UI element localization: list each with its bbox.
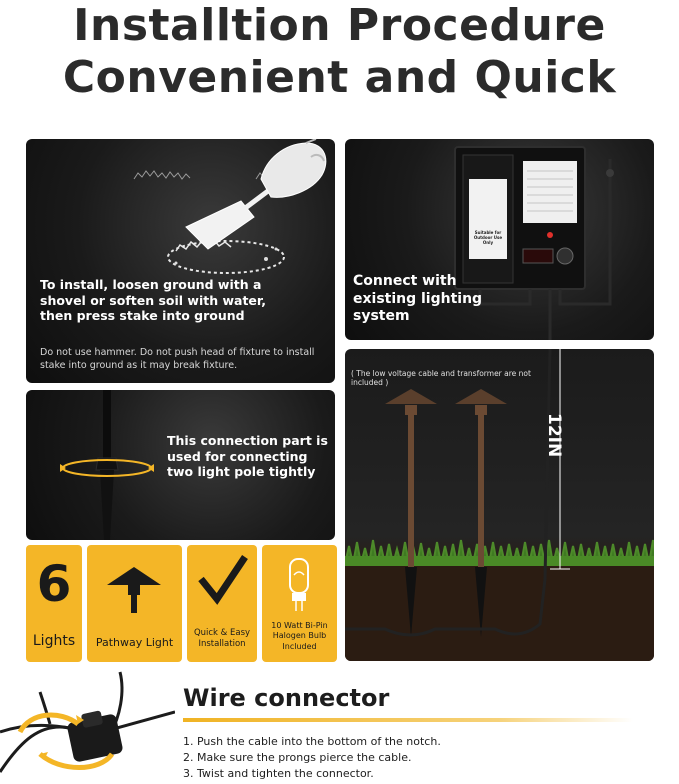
scene-panel: ( The low voltage cable and transformer … [345, 349, 654, 661]
wire-connector-title: Wire connector [183, 684, 390, 712]
wire-step-2: 2. Make sure the prongs pierce the cable… [183, 751, 412, 764]
feature-tile-lights-count: 6 Lights [26, 545, 82, 662]
connect-instruction: Connect with existing lighting system [353, 273, 483, 324]
checkmark-icon [198, 555, 248, 605]
not-included-note: ( The low voltage cable and transformer … [351, 369, 531, 387]
wire-step-1: 1. Push the cable into the bottom of the… [183, 735, 441, 748]
wire-connector-icon [0, 671, 175, 773]
halogen-bulb-icon [289, 558, 309, 611]
pathway-lights-scene [345, 349, 654, 661]
connection-part-panel: This connection part is used for connect… [26, 390, 335, 540]
headline-line-1: Installtion Procedure [73, 0, 606, 51]
pathway-light-icon [107, 567, 161, 613]
install-instruction: To install, loosen ground with a shovel … [40, 277, 266, 324]
wire-connector-divider [183, 718, 633, 722]
install-warning-note: Do not use hammer. Do not push head of f… [40, 347, 315, 371]
shovel-illustration-icon [133, 139, 327, 274]
install-panel: To install, loosen ground with a shovel … [26, 139, 335, 383]
connection-part-icon [60, 390, 154, 540]
quick-install-label: Quick & Easy Installation [193, 628, 251, 650]
transformer-label: Suitable for Outdoor Use Only [473, 230, 503, 245]
headline-line-2: Convenient and Quick [62, 52, 617, 103]
lights-count-number: 6 [36, 555, 72, 613]
feature-tile-halogen-bulb: 10 Watt Bi-Pin Halogen Bulb Included [262, 545, 337, 662]
height-measurement-label: 12IN [544, 413, 564, 458]
lights-count-label: Lights [32, 633, 76, 649]
pathway-light-label: Pathway Light [95, 636, 174, 649]
connect-panel: Suitable for Outdoor Use Only Connect wi… [345, 139, 654, 340]
wire-step-3: 3. Twist and tighten the connector. [183, 767, 374, 780]
halogen-bulb-label: 10 Watt Bi-Pin Halogen Bulb Included [271, 621, 328, 651]
feature-tile-pathway-light: Pathway Light [87, 545, 182, 662]
feature-tile-quick-install: Quick & Easy Installation [187, 545, 257, 662]
connection-part-text: This connection part is used for connect… [167, 433, 328, 480]
transformer-box-icon [454, 146, 614, 340]
